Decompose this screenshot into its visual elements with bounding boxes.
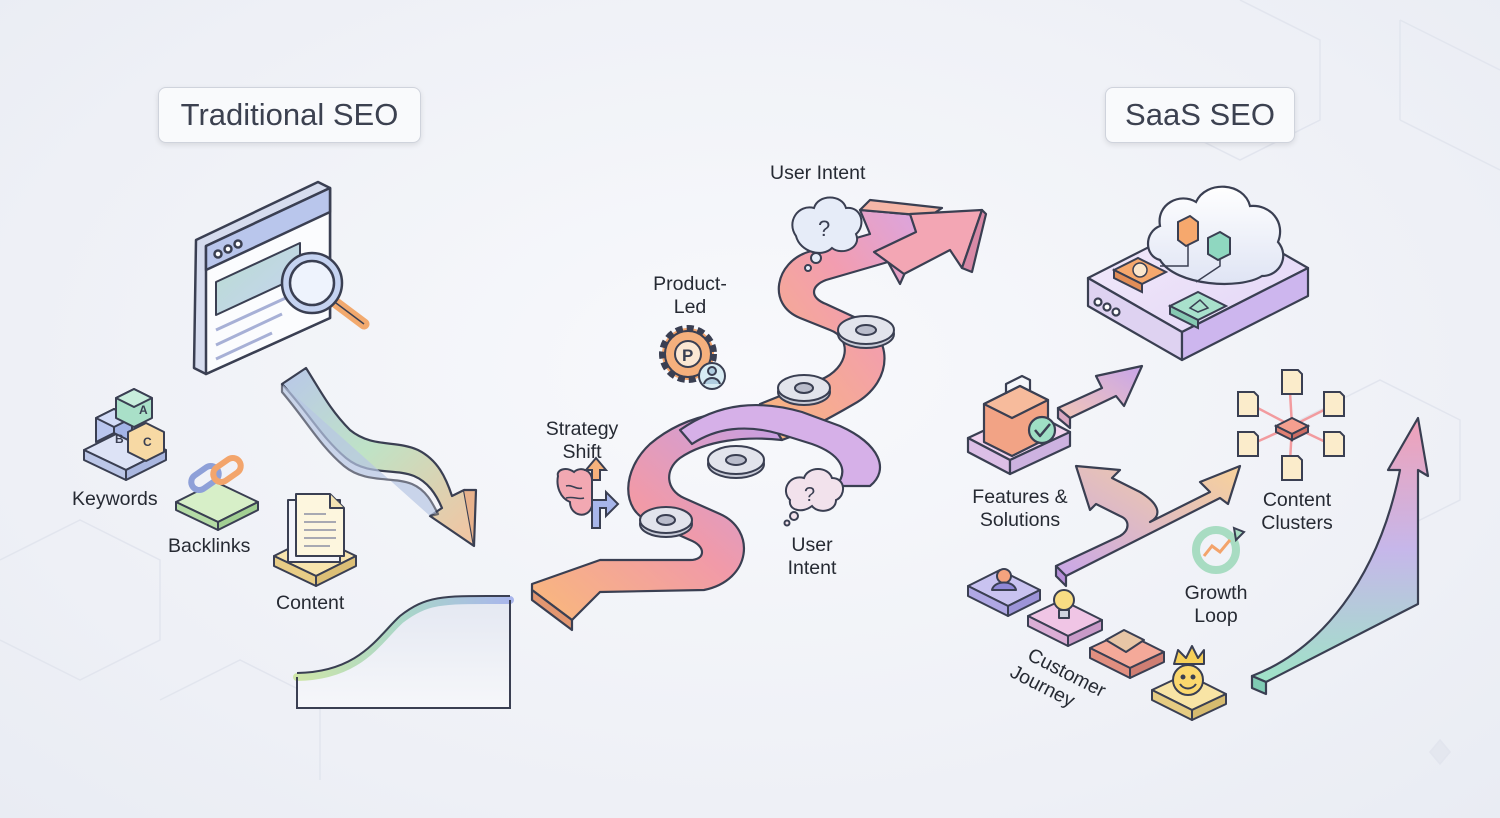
product-gear-icon — [659, 325, 726, 390]
cloud-network-nodes — [1111, 214, 1231, 330]
user-intent-label: User Intent — [776, 534, 848, 580]
thought-cloud-small-icon — [783, 468, 844, 527]
growth-arrow — [1250, 416, 1430, 696]
forking-arrow — [1054, 464, 1242, 588]
strategy-shift-line-2: Shift — [562, 441, 602, 463]
keywords-label: Keywords — [72, 488, 158, 510]
block-letter-a: A — [139, 403, 148, 417]
brain-arrow-icon — [556, 456, 620, 529]
content-clusters-label: Content Clusters — [1252, 489, 1342, 535]
features-solutions-label: Features & Solutions — [962, 486, 1078, 532]
clusters-line-2: Clusters — [1261, 512, 1333, 534]
clusters-line-1: Content — [1262, 489, 1332, 511]
strategy-shift-arrow — [530, 198, 988, 632]
chain-link-icon — [175, 454, 259, 531]
user-intent-top-label: User Intent — [770, 162, 866, 184]
product-led-line-1: Product- — [653, 273, 727, 295]
product-led-label: Product- Led — [642, 273, 738, 319]
growth-loop-icon — [1192, 526, 1246, 574]
product-led-line-2: Led — [673, 296, 707, 318]
user-intent-line-2: Intent — [787, 557, 837, 579]
traditional-seo-title: Traditional SEO — [158, 87, 421, 143]
browser-window-icon — [192, 180, 332, 376]
growth-line-1: Growth — [1184, 582, 1248, 604]
customer-journey-steps — [967, 568, 1227, 721]
features-line-1: Features & — [972, 486, 1068, 508]
growth-loop-label: Growth Loop — [1176, 582, 1256, 628]
content-cluster-icon — [1237, 369, 1345, 481]
s-curve-chart — [293, 594, 514, 709]
growth-line-2: Loop — [1194, 605, 1238, 627]
strategy-shift-label: Strategy Shift — [536, 418, 628, 464]
saas-seo-title: SaaS SEO — [1105, 87, 1295, 143]
question-mark-top: ? — [818, 216, 830, 241]
thought-cloud-icon — [791, 196, 863, 272]
user-intent-line-1: User — [791, 534, 833, 556]
background-hex-pattern — [0, 0, 1500, 780]
features-line-2: Solutions — [979, 509, 1061, 531]
declining-arrow — [280, 366, 478, 548]
magnifier-icon — [280, 251, 370, 330]
backlinks-label: Backlinks — [168, 535, 251, 557]
question-mark-small: ? — [804, 484, 815, 506]
strategy-shift-line-1: Strategy — [545, 418, 619, 440]
features-arrow — [1056, 364, 1144, 430]
briefcase-icon — [966, 374, 1072, 476]
content-label: Content — [276, 592, 345, 614]
gear-icons — [639, 315, 895, 538]
block-letter-c: C — [143, 435, 152, 449]
product-gear-letter: P — [682, 346, 693, 365]
document-stack-icon — [273, 493, 357, 587]
block-letter-b: B — [115, 432, 124, 446]
abc-blocks-icon — [83, 388, 167, 481]
